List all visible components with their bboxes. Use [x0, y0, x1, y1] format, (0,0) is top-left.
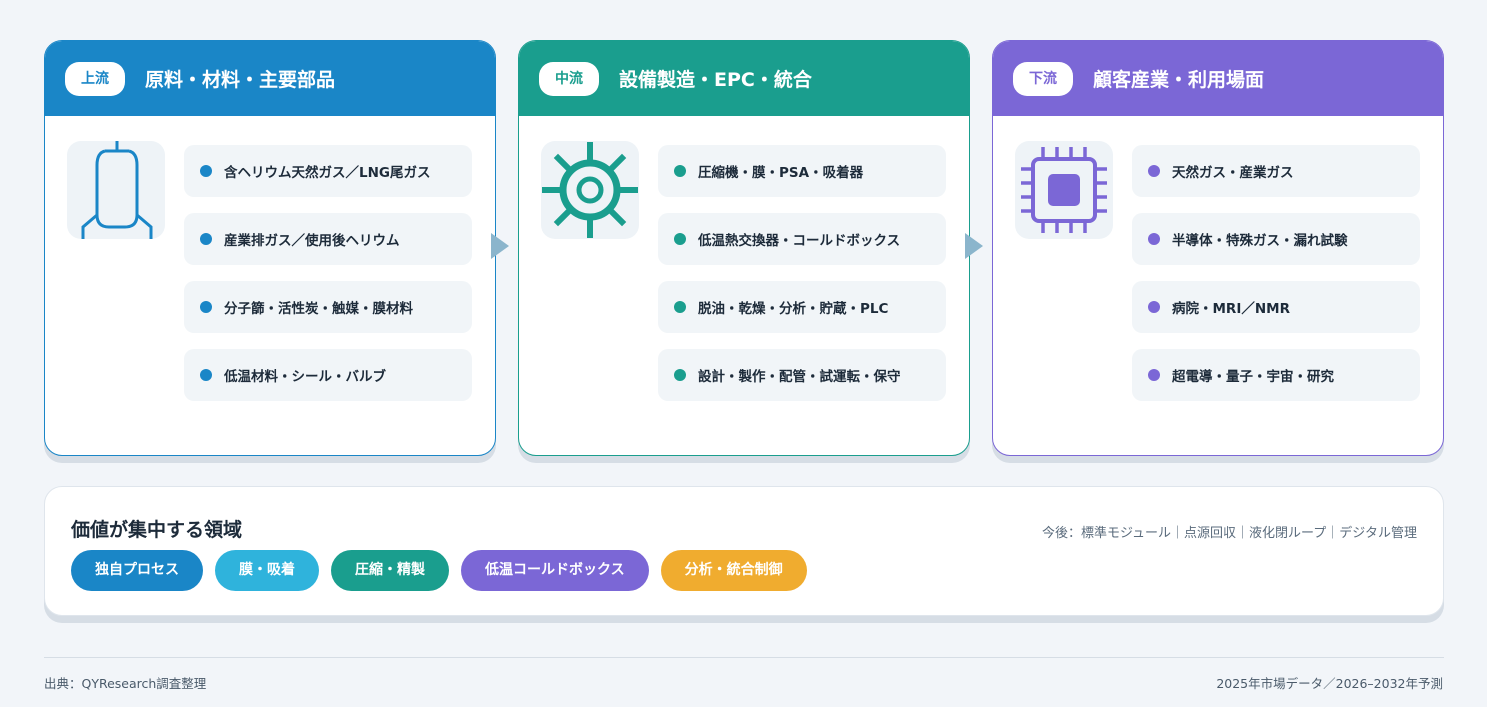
chip-icon [1015, 141, 1113, 239]
flow-arrow-icon [491, 233, 509, 259]
item-label: 脱油・乾燥・分析・貯蔵・PLC [698, 301, 889, 317]
midstream-title: 設備製造・EPC・統合 [619, 69, 812, 91]
bullet-dot [1148, 301, 1160, 313]
downstream-title: 顧客産業・利用場面 [1093, 69, 1265, 91]
upstream-title: 原料・材料・主要部品 [145, 69, 336, 91]
bullet-dot [674, 369, 686, 381]
midstream-pill: 中流 [539, 61, 599, 96]
list-item: 低温材料・シール・バルブ [184, 349, 472, 401]
list-item: 半導体・特殊ガス・漏れ試験 [1132, 213, 1420, 265]
downstream-item-list: 天然ガス・産業ガス 半導体・特殊ガス・漏れ試験 病院・MRI／NMR 超電導・量… [1132, 145, 1420, 417]
list-item: 脱油・乾燥・分析・貯蔵・PLC [658, 281, 946, 333]
midstream-header: 中流 設備製造・EPC・統合 [519, 41, 969, 116]
gas-cylinder-icon [67, 141, 165, 239]
list-item: 超電導・量子・宇宙・研究 [1132, 349, 1420, 401]
item-label: 含ヘリウム天然ガス／LNG尾ガス [224, 165, 431, 181]
item-label: 超電導・量子・宇宙・研究 [1172, 369, 1334, 385]
bullet-dot [674, 301, 686, 313]
source-note: 出典：QYResearch調査整理 [44, 676, 207, 691]
item-label: 設計・製作・配管・試運転・保守 [698, 369, 901, 385]
downstream-pill: 下流 [1013, 61, 1073, 96]
value-tag: 分析・統合制御 [660, 550, 807, 591]
bullet-dot [200, 301, 212, 313]
bullet-dot [1148, 165, 1160, 177]
panel-future-note: 今後：標準モジュール｜点源回収｜液化閉ループ｜デジタル管理 [1041, 526, 1417, 541]
gear-icon [541, 141, 639, 239]
bullet-dot [1148, 233, 1160, 245]
value-concentration-panel: 価値が集中する領域 今後：標準モジュール｜点源回収｜液化閉ループ｜デジタル管理 … [44, 486, 1444, 616]
item-label: 産業排ガス／使用後ヘリウム [224, 233, 400, 249]
upstream-stage-card: 上流 原料・材料・主要部品 含ヘリウム天然ガス／LNG尾ガス 産業排ガス／使用後… [44, 40, 496, 456]
item-label: 分子篩・活性炭・触媒・膜材料 [224, 301, 413, 317]
midstream-item-list: 圧縮機・膜・PSA・吸着器 低温熱交換器・コールドボックス 脱油・乾燥・分析・貯… [658, 145, 946, 417]
upstream-header: 上流 原料・材料・主要部品 [45, 41, 495, 116]
footer-divider [44, 657, 1444, 658]
list-item: 含ヘリウム天然ガス／LNG尾ガス [184, 145, 472, 197]
item-label: 圧縮機・膜・PSA・吸着器 [698, 165, 864, 181]
midstream-stage-card: 中流 設備製造・EPC・統合 圧縮機・膜・PSA・吸着器 低温熱交換器・コールド… [518, 40, 970, 456]
value-tag: 膜・吸着 [215, 550, 319, 591]
downstream-stage-card: 下流 顧客産業・利用場面 天然ガス・産業ガス 半導体・特殊ガス・漏れ試験 病院・… [992, 40, 1444, 456]
item-label: 病院・MRI／NMR [1172, 301, 1290, 317]
list-item: 天然ガス・産業ガス [1132, 145, 1420, 197]
value-tag: 圧縮・精製 [331, 550, 449, 591]
period-note: 2025年市場データ／2026–2032年予測 [1216, 676, 1443, 691]
panel-title: 価値が集中する領域 [71, 519, 243, 541]
bullet-dot [674, 233, 686, 245]
upstream-item-list: 含ヘリウム天然ガス／LNG尾ガス 産業排ガス／使用後ヘリウム 分子篩・活性炭・触… [184, 145, 472, 417]
list-item: 産業排ガス／使用後ヘリウム [184, 213, 472, 265]
value-tag: 低温コールドボックス [461, 550, 649, 591]
bullet-dot [1148, 369, 1160, 381]
list-item: 設計・製作・配管・試運転・保守 [658, 349, 946, 401]
item-label: 天然ガス・産業ガス [1172, 165, 1294, 181]
item-label: 半導体・特殊ガス・漏れ試験 [1172, 233, 1348, 249]
list-item: 低温熱交換器・コールドボックス [658, 213, 946, 265]
value-tag-list: 独自プロセス 膜・吸着 圧縮・精製 低温コールドボックス 分析・統合制御 [71, 550, 819, 591]
upstream-pill: 上流 [65, 61, 125, 96]
bullet-dot [674, 165, 686, 177]
downstream-header: 下流 顧客産業・利用場面 [993, 41, 1443, 116]
list-item: 分子篩・活性炭・触媒・膜材料 [184, 281, 472, 333]
bullet-dot [200, 165, 212, 177]
bullet-dot [200, 233, 212, 245]
item-label: 低温材料・シール・バルブ [224, 369, 386, 385]
value-tag: 独自プロセス [71, 550, 203, 591]
item-label: 低温熱交換器・コールドボックス [698, 233, 901, 249]
flow-arrow-icon [965, 233, 983, 259]
list-item: 病院・MRI／NMR [1132, 281, 1420, 333]
bullet-dot [200, 369, 212, 381]
list-item: 圧縮機・膜・PSA・吸着器 [658, 145, 946, 197]
